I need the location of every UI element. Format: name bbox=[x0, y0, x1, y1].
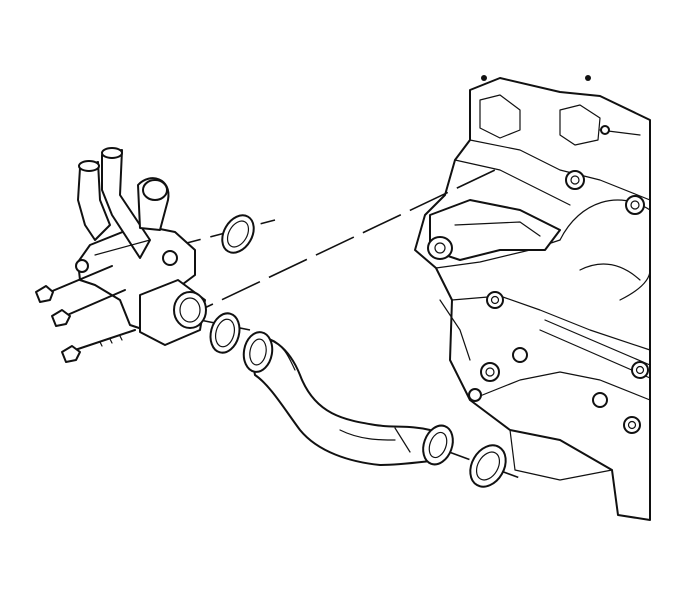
bolt-middle bbox=[51, 289, 126, 327]
engine-block bbox=[414, 75, 651, 521]
bolt-upper bbox=[35, 265, 113, 303]
bolt-lower bbox=[61, 329, 136, 363]
o-ring-lower bbox=[469, 444, 507, 488]
o-ring-middle bbox=[209, 312, 241, 354]
coolant-outlet-housing bbox=[75, 147, 207, 346]
coolant-hose bbox=[242, 331, 454, 466]
o-ring-upper bbox=[221, 214, 255, 254]
